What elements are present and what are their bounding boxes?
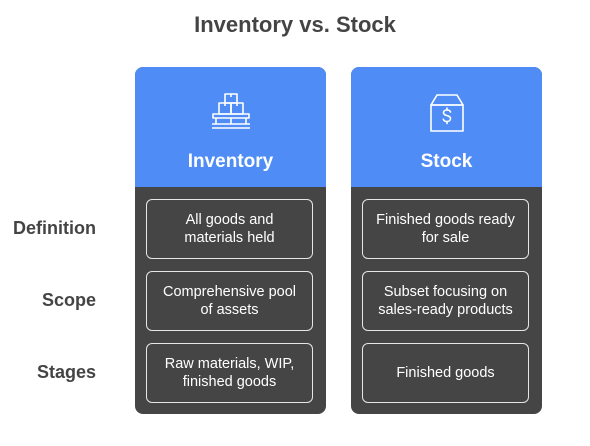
stock-column: Stock Finished goods ready for sale Subs… [351,67,542,414]
stock-header: Stock [351,67,542,187]
stock-stages-cell: Finished goods [362,343,529,403]
inventory-stages-cell: Raw materials, WIP, finished goods [146,343,313,403]
diagram-title: Inventory vs. Stock [194,12,396,37]
inventory-definition-cell: All goods and materials held [146,199,313,259]
stock-definition-cell: Finished goods ready for sale [362,199,529,259]
stacked-boxes-on-pallet-icon [212,93,250,129]
inventory-column: Inventory All goods and materials held C… [135,67,326,414]
inventory-header: Inventory [135,67,326,187]
box-with-dollar-icon [430,94,464,132]
stock-scope-cell: Subset focusing on sales-ready products [362,271,529,331]
inventory-title: Inventory [187,151,274,172]
inventory-scope-cell: Comprehensive pool of assets [146,271,313,331]
row-label-scope: Scope [41,290,96,310]
row-label-definition: Definition [13,218,96,238]
stock-title: Stock [420,151,473,172]
row-label-stages: Stages [36,362,96,382]
